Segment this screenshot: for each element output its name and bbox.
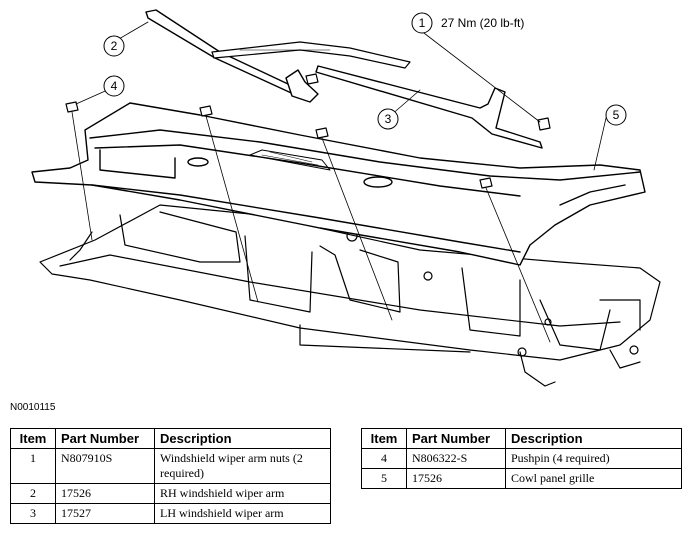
cell-description: LH windshield wiper arm: [154, 503, 331, 524]
table-header-row: Item Part Number Description: [361, 428, 682, 449]
table-row: 4 N806322-S Pushpin (4 required): [361, 448, 682, 469]
callout-1-label: 1: [419, 16, 426, 30]
leader-lines: [71, 21, 607, 343]
cell-description: Pushpin (4 required): [505, 448, 682, 469]
callout-3-label: 3: [385, 112, 392, 126]
cell-part-number: N806322-S: [406, 448, 506, 469]
cell-item: 2: [10, 483, 56, 504]
parts-table-right: Item Part Number Description 4 N806322-S…: [361, 428, 682, 489]
cell-part-number: N807910S: [55, 448, 155, 484]
cell-description: RH windshield wiper arm: [154, 483, 331, 504]
callout-5-label: 5: [613, 108, 620, 122]
cell-description: Windshield wiper arm nuts (2 required): [154, 448, 331, 484]
figure-id: N0010115: [10, 402, 56, 413]
column-header-description: Description: [505, 428, 682, 449]
lh-wiper-arm: [315, 65, 543, 149]
column-header-item: Item: [10, 428, 56, 449]
wiper-blade: [211, 41, 411, 69]
callout-circles: [103, 12, 627, 130]
callout-1-torque: 27 Nm (20 lb-ft): [441, 16, 524, 30]
lower-cowl-structure: [39, 204, 661, 387]
cell-item: 4: [361, 448, 407, 469]
table-header-row: Item Part Number Description: [10, 428, 331, 449]
table-row: 1 N807910S Windshield wiper arm nuts (2 …: [10, 448, 331, 484]
callout-4-label: 4: [111, 79, 118, 93]
pushpins: [65, 101, 493, 189]
column-header-description: Description: [154, 428, 331, 449]
wiper-arm-nuts: [305, 73, 551, 131]
cell-part-number: 17527: [55, 503, 155, 524]
cell-item: 5: [361, 468, 407, 489]
cell-item: 3: [10, 503, 56, 524]
rh-wiper-arm: [145, 9, 319, 103]
callout-2-label: 2: [111, 39, 118, 53]
table-row: 2 17526 RH windshield wiper arm: [10, 483, 331, 504]
parts-table-left: Item Part Number Description 1 N807910S …: [10, 428, 331, 524]
table-row: 5 17526 Cowl panel grille: [361, 468, 682, 489]
column-header-part-number: Part Number: [406, 428, 506, 449]
exploded-parts-diagram: 1 27 Nm (20 lb-ft) 2 3 4 5: [31, 9, 661, 387]
column-header-item: Item: [361, 428, 407, 449]
cell-description: Cowl panel grille: [505, 468, 682, 489]
cowl-panel-grille: [31, 102, 646, 266]
cell-part-number: 17526: [55, 483, 155, 504]
table-row: 3 17527 LH windshield wiper arm: [10, 503, 331, 524]
cell-part-number: 17526: [406, 468, 506, 489]
cell-item: 1: [10, 448, 56, 484]
column-header-part-number: Part Number: [55, 428, 155, 449]
